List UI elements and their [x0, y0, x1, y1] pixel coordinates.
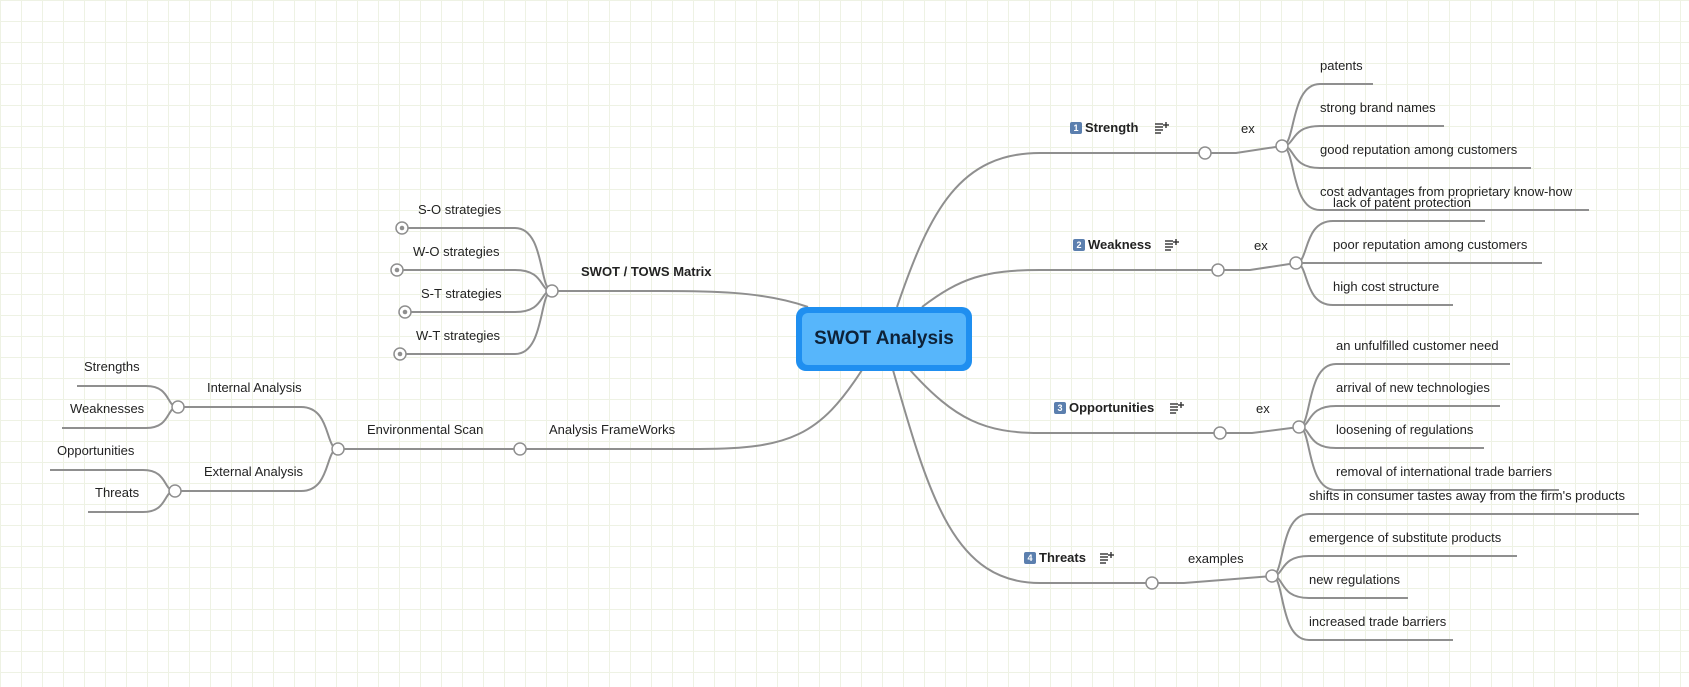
topic-external-analysis[interactable]: External Analysis [204, 464, 303, 479]
expand-handles [390, 221, 412, 361]
topic-analysis-frameworks[interactable]: Analysis FrameWorks [549, 422, 676, 437]
collapse-handle-icon[interactable] [1211, 263, 1225, 277]
collapse-handle-icon[interactable] [1213, 426, 1227, 440]
leaf-topic[interactable]: patents [1320, 58, 1363, 73]
leaf-topic[interactable]: W-T strategies [416, 328, 501, 343]
leaf-topic[interactable]: removal of international trade barriers [1336, 464, 1553, 479]
topic-label: Weakness [1088, 237, 1152, 252]
expand-handle-icon[interactable] [398, 305, 412, 319]
leaf-topic[interactable]: W-O strategies [413, 244, 500, 259]
connector-label[interactable]: ex [1241, 121, 1255, 136]
leaf-topic[interactable]: arrival of new technologies [1336, 380, 1490, 395]
topic-label: Threats [1039, 550, 1086, 565]
leaf-topic[interactable]: S-T strategies [421, 286, 502, 301]
priority-badge: 3 [1054, 402, 1066, 414]
collapse-handle-icon[interactable] [1275, 139, 1289, 153]
central-topic[interactable]: SWOT Analysis [796, 307, 972, 371]
topic-internal-analysis[interactable]: Internal Analysis [207, 380, 302, 395]
collapse-handle-icon[interactable] [1198, 146, 1212, 160]
topic-label: Opportunities [1069, 400, 1155, 415]
connector-label[interactable]: ex [1256, 401, 1270, 416]
note-icon[interactable] [1170, 402, 1184, 414]
note-icon[interactable] [1155, 122, 1169, 134]
collapse-handle-icon[interactable] [1292, 420, 1306, 434]
connector-label[interactable]: examples [1188, 551, 1244, 566]
leaf-topic[interactable]: good reputation among customers [1320, 142, 1518, 157]
collapse-handle-icon[interactable] [171, 400, 185, 414]
priority-badge: 2 [1073, 239, 1085, 251]
leaf-topic[interactable]: Threats [95, 485, 140, 500]
central-topic-title: SWOT Analysis [802, 313, 966, 365]
leaf-topic[interactable]: strong brand names [1320, 100, 1436, 115]
note-icon[interactable] [1165, 239, 1179, 251]
collapse-handle-icon[interactable] [545, 284, 559, 298]
collapse-handle-icon[interactable] [1265, 569, 1279, 583]
expand-handle-icon[interactable] [390, 263, 404, 277]
leaf-topic[interactable]: S-O strategies [418, 202, 502, 217]
expand-handle-icon[interactable] [393, 347, 407, 361]
topic-environmental-scan[interactable]: Environmental Scan [367, 422, 484, 437]
leaf-topic[interactable]: increased trade barriers [1309, 614, 1447, 629]
note-icon[interactable] [1100, 552, 1114, 564]
leaf-topic[interactable]: Opportunities [57, 443, 135, 458]
collapse-handle-icon[interactable] [331, 442, 345, 456]
leaf-topic[interactable]: high cost structure [1333, 279, 1440, 294]
leaf-topic[interactable]: shifts in consumer tastes away from the … [1309, 488, 1626, 503]
leaf-topic[interactable]: Weaknesses [70, 401, 145, 416]
collapse-handle-icon[interactable] [168, 484, 182, 498]
leaf-topic[interactable]: an unfulfilled customer need [1336, 338, 1499, 353]
leaf-topic[interactable]: loosening of regulations [1336, 422, 1474, 437]
leaf-topic[interactable]: lack of patent protection [1333, 195, 1472, 210]
leaf-topic[interactable]: emergence of substitute products [1309, 530, 1502, 545]
leaf-topic[interactable]: new regulations [1309, 572, 1401, 587]
leaf-topic[interactable]: cost advantages from proprietary know-ho… [1320, 184, 1573, 199]
topic-tows-matrix[interactable]: SWOT / TOWS Matrix [581, 264, 712, 279]
priority-badge: 4 [1024, 552, 1036, 564]
priority-badge: 1 [1070, 122, 1082, 134]
topic-label: Strength [1085, 120, 1139, 135]
expand-handle-icon[interactable] [395, 221, 409, 235]
connector-label[interactable]: ex [1254, 238, 1268, 253]
leaf-topic[interactable]: Strengths [84, 359, 140, 374]
collapse-handle-icon[interactable] [1289, 256, 1303, 270]
collapse-handle-icon[interactable] [513, 442, 527, 456]
leaf-topic[interactable]: poor reputation among customers [1333, 237, 1528, 252]
collapse-handle-icon[interactable] [1145, 576, 1159, 590]
